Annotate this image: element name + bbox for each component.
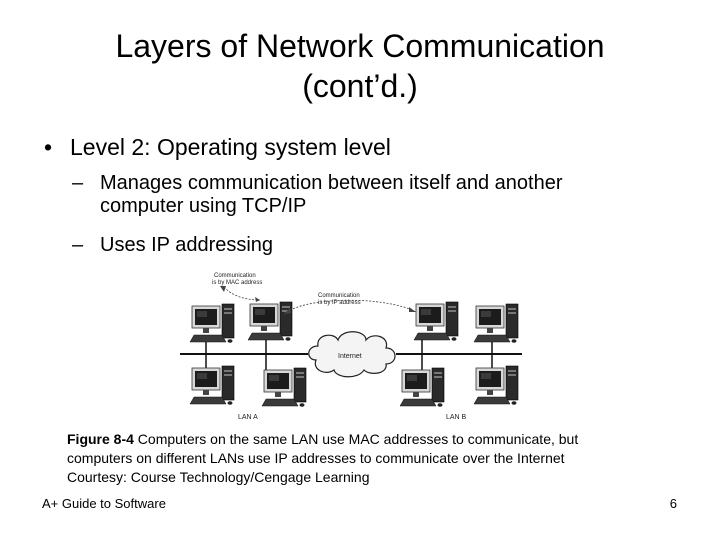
computer-icon <box>189 365 235 406</box>
sub-bullet-text: Uses IP addressing <box>100 234 274 256</box>
mac-label-line2: is by MAC address <box>212 280 262 286</box>
sub-bullet-line1: Manages communication between itself and… <box>100 172 563 194</box>
sub-bullet-line2: computer using TCP/IP <box>100 195 307 217</box>
lan-b-label: LAN B <box>446 414 467 421</box>
dash-mark: – <box>72 172 84 194</box>
caption-line3: Courtesy: Course Technology/Cengage Lear… <box>67 469 370 485</box>
ip-label-line1: Communication <box>318 293 360 299</box>
mac-label-line1: Communication <box>214 273 256 279</box>
page-number: 6 <box>669 496 677 511</box>
computer-icon <box>473 365 519 406</box>
lan-a-label: LAN A <box>238 414 258 421</box>
computer-icon <box>473 303 519 344</box>
caption-line2: computers on different LANs use IP addre… <box>67 450 565 466</box>
figure-ref: Figure 8-4 <box>67 431 134 447</box>
ip-arrow <box>283 299 417 315</box>
figure-caption: Figure 8-4 Computers on the same LAN use… <box>67 430 667 487</box>
computer-icon <box>413 301 459 342</box>
slide-title-line2: (cont’d.) <box>302 68 418 104</box>
internet-label: Internet <box>338 353 362 360</box>
computer-icon <box>189 303 235 344</box>
dash-mark: – <box>72 234 84 256</box>
footer-book-title: A+ Guide to Software <box>42 496 166 511</box>
bullet-mark: • <box>44 134 53 160</box>
slide-title: Layers of Network Communication (cont’d.… <box>40 26 680 106</box>
caption-line1: Computers on the same LAN use MAC addres… <box>133 431 579 447</box>
network-figure: Internet Communication is by MAC address… <box>180 273 522 421</box>
computer-icon <box>261 367 307 408</box>
bullet-text: Level 2: Operating system level <box>70 134 391 160</box>
cloud-icon <box>308 331 396 378</box>
ip-label-line2: is by IP address <box>318 300 361 306</box>
mac-arrow <box>223 286 261 301</box>
slide-title-line1: Layers of Network Communication <box>115 28 605 64</box>
computer-icon <box>247 301 293 342</box>
computer-icon <box>399 367 445 408</box>
